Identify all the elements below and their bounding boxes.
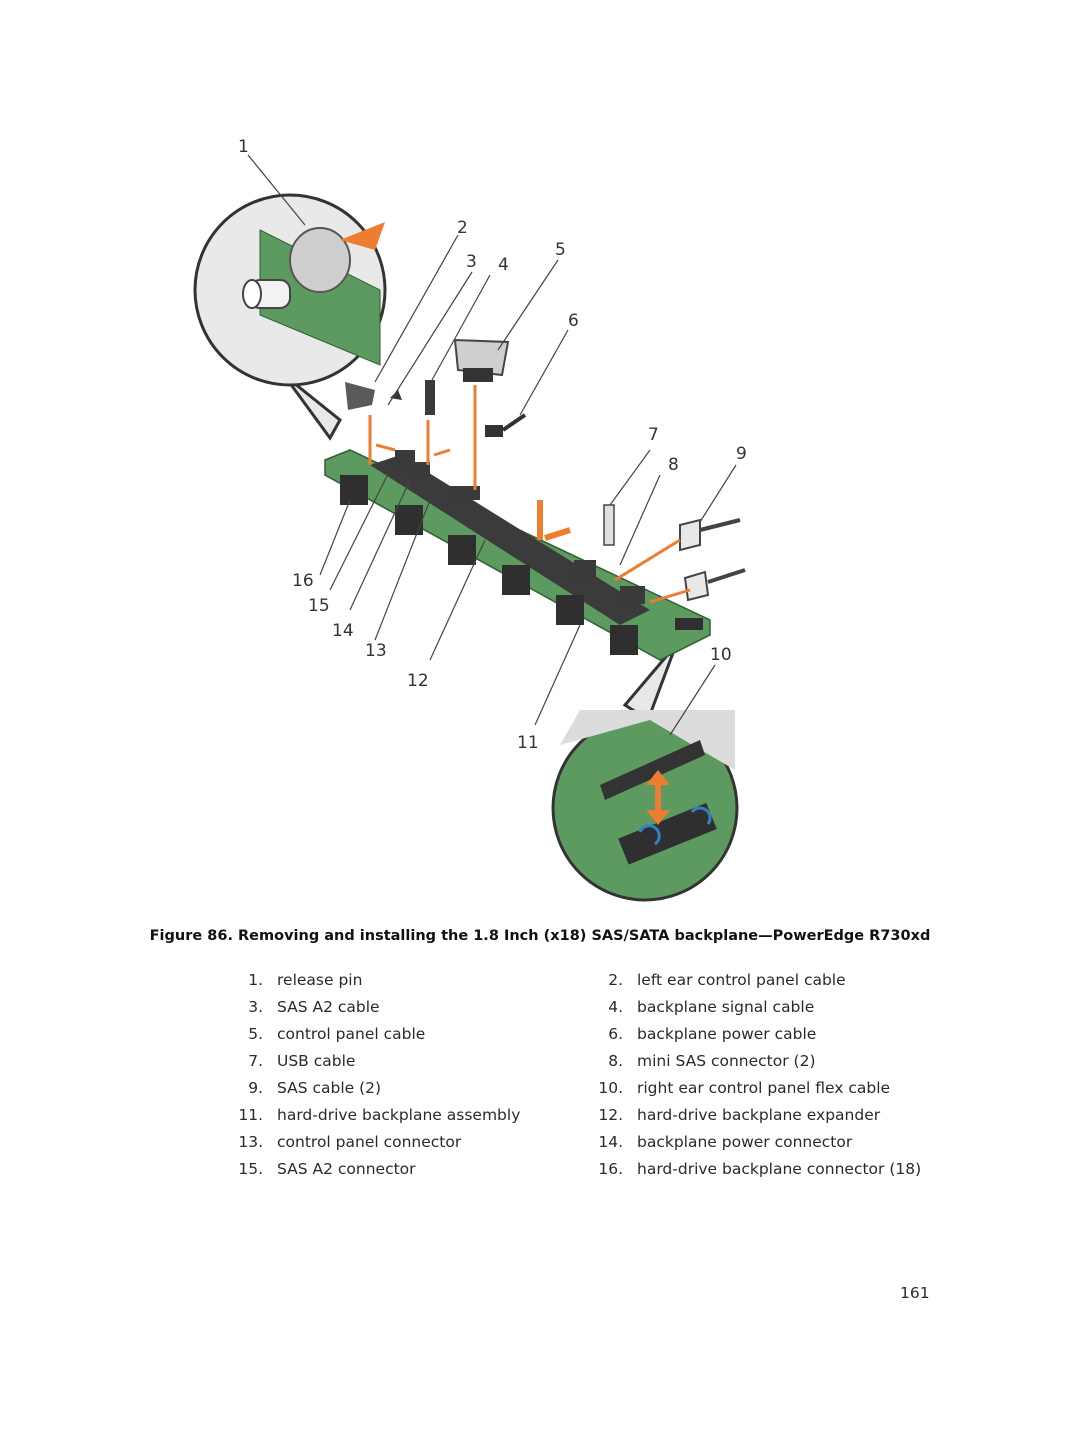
backplane-illustration: 1 2 3 4 5 6 7 8 9 10 11 12 13 14 15 16 xyxy=(193,137,747,902)
legend-text: hard-drive backplane assembly xyxy=(277,1106,521,1125)
legend-number: 16. xyxy=(598,1160,623,1179)
legend-number: 3. xyxy=(248,997,263,1016)
legend-number: 7. xyxy=(248,1051,263,1070)
legend-number: 14. xyxy=(598,1133,623,1152)
legend-number: 10. xyxy=(598,1078,623,1097)
drive-connectors xyxy=(340,475,638,655)
legend-text: control panel cable xyxy=(277,1024,426,1043)
legend-item: 2. left ear control panel cable xyxy=(588,971,948,989)
legend-row: 15. SAS A2 connector 16. hard-drive backpl… xyxy=(228,1156,948,1183)
legend-row: 9. SAS cable (2) 10. right ear control pan… xyxy=(228,1074,948,1101)
legend-text: right ear control panel flex cable xyxy=(637,1078,891,1097)
legend-item: 5. control panel cable xyxy=(228,1025,588,1043)
legend-number: 12. xyxy=(598,1106,623,1125)
legend-item: 15. SAS A2 connector xyxy=(228,1160,588,1178)
legend-number: 15. xyxy=(238,1160,263,1179)
legend-item: 13. control panel connector xyxy=(228,1133,588,1151)
legend-item: 11. hard-drive backplane assembly xyxy=(228,1106,588,1124)
legend-item: 4. backplane signal cable xyxy=(588,998,948,1016)
legend-item: 14. backplane power connector xyxy=(588,1133,948,1151)
legend-number: 13. xyxy=(238,1133,263,1152)
callout-4: 4 xyxy=(498,255,509,275)
legend-text: backplane signal cable xyxy=(637,997,815,1016)
callout-5: 5 xyxy=(555,240,566,260)
callout-12: 12 xyxy=(407,671,429,691)
legend-item: 9. SAS cable (2) xyxy=(228,1079,588,1097)
legend-row: 3. SAS A2 cable 4. backplane signal cable xyxy=(228,993,948,1020)
backplane-figure: 1 2 3 4 5 6 7 8 9 10 11 12 13 14 15 16 xyxy=(180,120,940,910)
legend-number: 11. xyxy=(238,1106,263,1125)
callout-9: 9 xyxy=(736,444,747,464)
release-pin-zoom xyxy=(193,193,387,441)
legend-item: 1. release pin xyxy=(228,971,588,989)
callout-10: 10 xyxy=(710,645,732,665)
legend-number: 9. xyxy=(248,1078,263,1097)
callout-11: 11 xyxy=(517,733,539,753)
legend-row: 13. control panel connector 14. backplane … xyxy=(228,1129,948,1156)
legend-item: 16. hard-drive backplane connector (18) xyxy=(588,1160,948,1178)
legend-text: USB cable xyxy=(277,1051,356,1070)
callout-8: 8 xyxy=(668,455,679,475)
legend-row: 5. control panel cable 6. backplane power … xyxy=(228,1020,948,1047)
page-number: 161 xyxy=(900,1284,930,1302)
cables xyxy=(345,338,746,602)
figure-legend: 1. release pin 2. left ear control panel c… xyxy=(228,966,948,1183)
leader-lines xyxy=(247,154,737,736)
legend-row: 1. release pin 2. left ear control panel c… xyxy=(228,966,948,993)
legend-text: hard-drive backplane connector (18) xyxy=(637,1160,922,1179)
callout-13: 13 xyxy=(365,641,387,661)
callout-16: 16 xyxy=(292,571,314,591)
legend-text: hard-drive backplane expander xyxy=(637,1106,881,1125)
legend-row: 11. hard-drive backplane assembly 12. hard… xyxy=(228,1101,948,1128)
legend-text: backplane power connector xyxy=(637,1133,853,1152)
legend-item: 6. backplane power cable xyxy=(588,1025,948,1043)
legend-text: SAS A2 cable xyxy=(277,997,380,1016)
figure-caption: Figure 86. Removing and installing the 1… xyxy=(149,928,931,944)
callout-15: 15 xyxy=(308,596,330,616)
callout-labels: 1 2 3 4 5 6 7 8 9 10 11 12 13 14 15 16 xyxy=(238,137,747,753)
callout-1: 1 xyxy=(238,137,249,157)
callout-3: 3 xyxy=(466,252,477,272)
legend-number: 6. xyxy=(608,1024,623,1043)
legend-number: 4. xyxy=(608,997,623,1016)
legend-text: SAS A2 connector xyxy=(277,1160,416,1179)
legend-number: 2. xyxy=(608,970,623,989)
legend-text: SAS cable (2) xyxy=(277,1078,382,1097)
legend-number: 5. xyxy=(248,1024,263,1043)
flex-connector-zoom xyxy=(551,644,739,902)
legend-text: control panel connector xyxy=(277,1133,462,1152)
legend-text: left ear control panel cable xyxy=(637,970,846,989)
legend-item: 8. mini SAS connector (2) xyxy=(588,1052,948,1070)
legend-text: backplane power cable xyxy=(637,1024,817,1043)
legend-text: release pin xyxy=(277,970,363,989)
legend-number: 1. xyxy=(248,970,263,989)
callout-14: 14 xyxy=(332,621,354,641)
legend-item: 3. SAS A2 cable xyxy=(228,998,588,1016)
legend-number: 8. xyxy=(608,1051,623,1070)
legend-row: 7. USB cable 8. mini SAS connector (2) xyxy=(228,1047,948,1074)
backplane-board xyxy=(324,449,711,661)
callout-2: 2 xyxy=(457,218,468,238)
legend-item: 7. USB cable xyxy=(228,1052,588,1070)
callout-7: 7 xyxy=(648,425,659,445)
legend-item: 10. right ear control panel flex cable xyxy=(588,1079,948,1097)
legend-text: mini SAS connector (2) xyxy=(637,1051,816,1070)
legend-item: 12. hard-drive backplane expander xyxy=(588,1106,948,1124)
callout-6: 6 xyxy=(568,311,579,331)
removal-arrows xyxy=(368,385,691,604)
